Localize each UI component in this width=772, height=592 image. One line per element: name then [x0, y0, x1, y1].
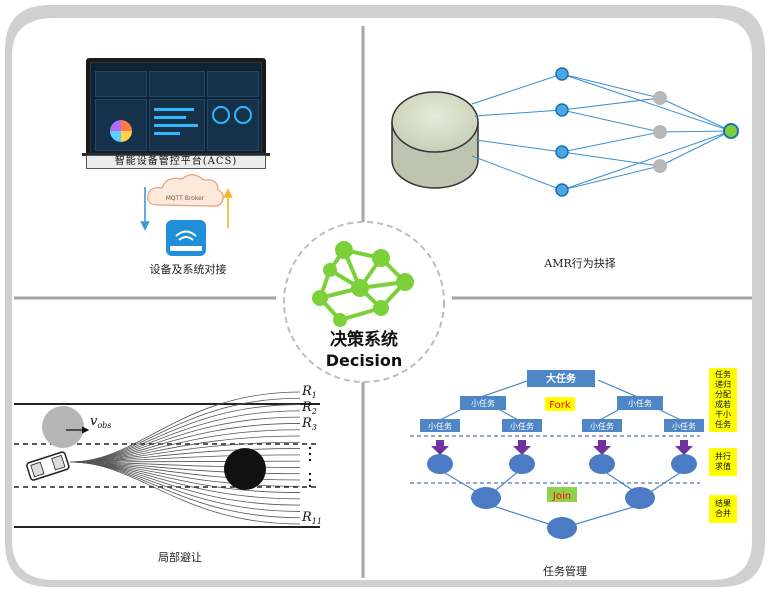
fork-label: Fork: [549, 400, 571, 411]
mid-task-label-right: 小任务: [628, 398, 652, 408]
gauge-icon: [212, 106, 230, 124]
bar-icon: [154, 124, 198, 127]
small-task-label-2: 小任务: [510, 421, 534, 431]
gauge-icon: [234, 106, 252, 124]
work-nodes: [427, 454, 697, 539]
small-task-label-1: 小任务: [428, 421, 452, 431]
wifi-icon: [175, 230, 197, 241]
task-dashed-lines: [410, 435, 700, 484]
dashboard-tile: [149, 99, 205, 151]
monitor-stand: [82, 153, 270, 156]
note-line: 求值: [715, 462, 731, 471]
note-line: 分配: [715, 390, 731, 399]
cylinder-icon: [391, 91, 479, 189]
path-label: R11: [301, 510, 322, 526]
note-recursive-split: 任务递归分配成若干小任务: [709, 368, 737, 432]
dashboard-tile: [207, 71, 259, 97]
caption-local-avoidance: 局部避让: [158, 551, 202, 564]
dashboard-tile: [95, 71, 147, 97]
dashboard-tile: [95, 99, 147, 151]
decision-nodes-blue: [555, 67, 569, 197]
note-line: 成若: [715, 400, 731, 409]
note-line: 合并: [715, 509, 731, 518]
vehicle-icon: [26, 451, 70, 481]
fork-label-bg: [545, 397, 575, 411]
mid-task-box-left: [460, 396, 506, 410]
center-title-cn: 决策系统: [330, 329, 398, 350]
candidate-path: [69, 461, 301, 525]
purple-arrows: [431, 440, 693, 455]
join-label-bg: [547, 487, 577, 502]
note-line: 并行: [715, 452, 731, 461]
velocity-label: vobs: [90, 414, 111, 430]
dashboard-screen: [90, 62, 262, 156]
small-task-label-4: 小任务: [672, 421, 696, 431]
cloud-icon: [147, 174, 224, 207]
note-parallel-eval: 并行求值: [709, 448, 737, 476]
router-base: [170, 246, 202, 251]
dashboard-tile: [207, 99, 259, 151]
decision-tree-lines: [471, 73, 732, 191]
small-task-label-3: 小任务: [590, 421, 614, 431]
candidate-paths: [69, 391, 301, 525]
broker-label: MQTT Broker: [166, 195, 205, 202]
note-line: 结果: [715, 499, 731, 508]
path-label: R3: [301, 416, 317, 432]
donut-chart-icon: [110, 120, 132, 142]
join-label: Join: [552, 491, 571, 502]
static-obstacle: [224, 448, 266, 490]
small-task-boxes: [420, 419, 704, 432]
caption-device-integration: 设备及系统对接: [149, 263, 227, 276]
dashboard-tile: [149, 71, 205, 97]
mid-task-label-left: 小任务: [471, 398, 495, 408]
note-line: 干小: [715, 410, 731, 419]
path-label: R2: [301, 400, 317, 416]
bar-icon: [154, 132, 180, 135]
mid-task-box-right: [617, 396, 663, 410]
note-line: 任务: [715, 420, 731, 429]
vertical-dots: [308, 446, 312, 488]
acs-platform-label: 智能设备管控平台(ACS): [86, 155, 266, 169]
center-title-en: Decision: [326, 351, 403, 370]
note-line: 任务: [715, 370, 731, 379]
decision-nodes-gray: [653, 91, 667, 173]
bar-icon: [154, 116, 186, 119]
caption-task-management: 任务管理: [543, 565, 587, 578]
network-icon: [312, 241, 414, 327]
caption-amr-decision: AMR行为抉择: [544, 257, 616, 270]
bar-icon: [154, 108, 194, 111]
path-label: R1: [301, 384, 317, 400]
note-result-merge: 结果合并: [709, 495, 737, 523]
decision-output-node: [723, 123, 739, 139]
big-task-box: [527, 370, 595, 387]
big-task-label: 大任务: [546, 372, 577, 385]
note-line: 递归: [715, 380, 731, 389]
moving-obstacle: [42, 406, 84, 448]
center-circle: [283, 221, 445, 383]
